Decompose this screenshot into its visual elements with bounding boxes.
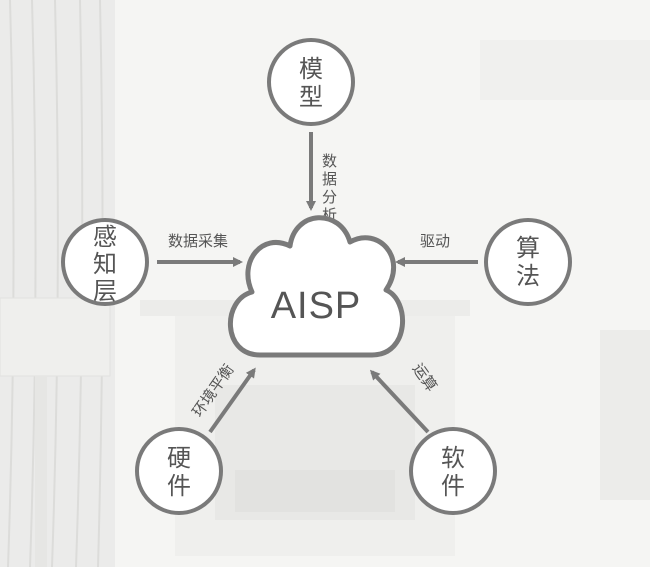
arrow-hardware-to-aisp [208,367,256,434]
node-label-char: 软 [441,444,465,472]
edge-label-char: 数 [322,152,337,170]
aisp-cloud: AISP [228,215,406,358]
node-label-char: 型 [299,83,323,111]
node-label-char: 层 [93,277,117,305]
node-perception-layer: 感 知 层 [61,218,149,306]
node-hardware: 硬 件 [135,427,223,515]
arrow-software-to-aisp [369,369,430,434]
node-label-char: 感 [93,223,117,251]
node-model: 模 型 [267,38,355,126]
edge-label-model: 数 据 分 析 [322,152,337,224]
aisp-label: AISP [271,285,362,327]
edge-label-perception: 数据采集 [168,232,228,250]
edge-label-char: 分 [322,188,337,206]
node-algorithm: 算 法 [484,218,572,306]
node-label-char: 知 [93,250,117,278]
node-label-char: 件 [167,472,191,500]
node-label-char: 件 [441,472,465,500]
node-software: 软 件 [409,427,497,515]
node-label-char: 算 [516,234,540,262]
node-label-char: 模 [299,55,323,83]
node-label-char: 硬 [167,444,191,472]
edge-label-hardware: 环境平衡 [189,361,238,420]
edge-label-software: 运算 [409,360,441,395]
edge-label-algorithm: 驱动 [420,232,450,250]
edge-label-char: 据 [322,170,337,188]
node-label-char: 法 [516,262,540,290]
